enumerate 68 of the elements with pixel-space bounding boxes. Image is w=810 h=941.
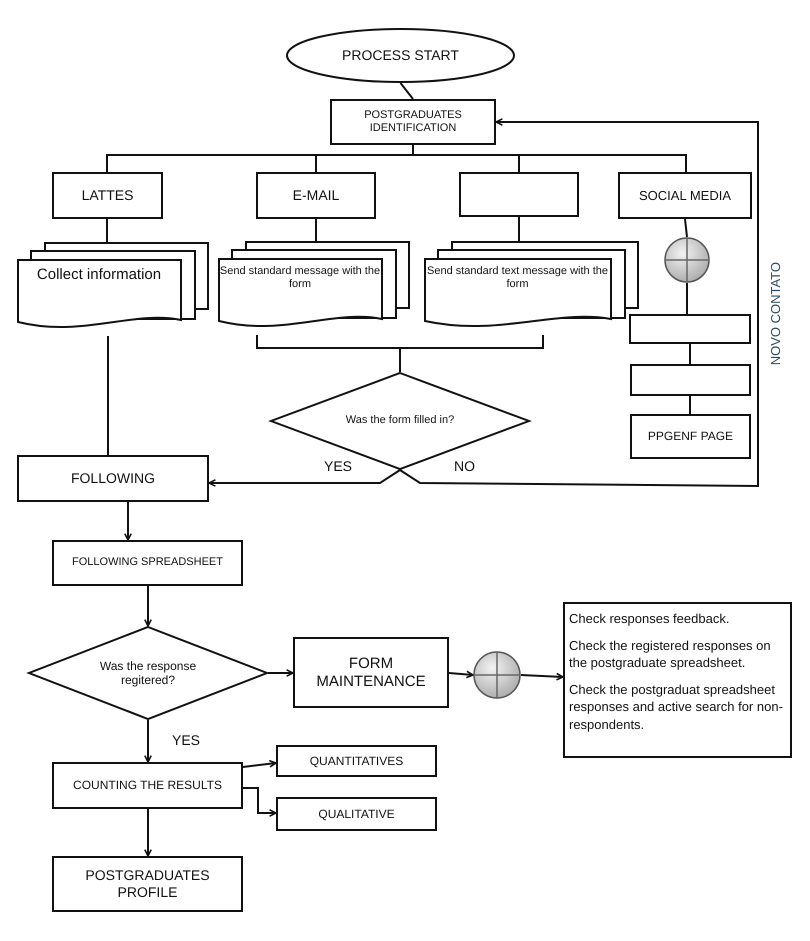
node-label: POSTGRADUATES PROFILE — [84, 867, 211, 901]
connector-line — [399, 335, 544, 372]
process-box — [52, 856, 243, 912]
arrow — [242, 760, 277, 768]
note-text: Check responses feedback. — [569, 610, 730, 628]
node-label: PPGENF PAGE — [646, 429, 734, 444]
connector-line — [518, 217, 520, 241]
process-box — [17, 455, 209, 502]
process-box — [256, 172, 376, 219]
note-text: Check the registered responses on the postgraduate spreadsheet. — [569, 636, 772, 672]
process-box — [618, 172, 752, 219]
connector-line — [686, 283, 688, 314]
connector-line — [684, 218, 688, 238]
process-box — [330, 99, 496, 145]
connector-line — [106, 219, 108, 242]
connector-line — [412, 145, 687, 172]
node-label: POSTGRADUATES IDENTIFICATION — [363, 108, 463, 136]
start-ellipse — [286, 28, 515, 83]
decision-diamond — [28, 626, 268, 720]
junction-circle — [664, 237, 710, 283]
process-box — [459, 172, 579, 217]
node-label: Collect information — [36, 266, 162, 284]
arrow — [448, 670, 474, 678]
connector-line — [689, 396, 691, 414]
question-text: Was the form filled in? — [346, 414, 454, 428]
node-label: Send standard text message with the form — [426, 265, 609, 292]
question-text: Was the response regitered? — [98, 658, 198, 688]
process-box — [293, 637, 449, 708]
arrow — [399, 118, 759, 487]
edge-label: YES — [322, 458, 354, 474]
process-box — [52, 172, 163, 219]
connector-line — [315, 219, 317, 241]
junction-circle — [473, 651, 521, 699]
node-label: QUANTITATIVES — [308, 754, 404, 768]
note-text: Check the postgraduat spreadsheet responses and active search for non-respondents. — [569, 680, 784, 734]
vertical-label: NOVO CONTATO — [768, 262, 783, 366]
connector-line — [689, 344, 691, 364]
arrow — [144, 586, 152, 627]
node-label: COUNTING THE RESULTS — [72, 778, 223, 793]
arrow — [124, 502, 132, 541]
node-label: SOCIAL MEDIA — [638, 188, 732, 204]
arrow — [144, 809, 152, 857]
node-label: FOLLOWING SPREADSHEET — [71, 556, 224, 570]
process-box — [630, 364, 751, 396]
arrow — [144, 720, 152, 763]
node-label: QUALITATIVE — [317, 806, 396, 822]
connector-line — [107, 336, 109, 455]
arrow — [268, 669, 294, 677]
process-box — [629, 314, 751, 344]
note-box — [563, 602, 792, 758]
connector-line — [400, 82, 414, 100]
edge-label: YES — [170, 732, 202, 748]
edge-label: NO — [452, 458, 477, 474]
process-box — [276, 797, 437, 831]
process-box — [276, 745, 437, 777]
node-label: Send standard message with the form — [218, 265, 382, 292]
node-label: FOLLOWING — [70, 470, 156, 487]
arrow — [208, 469, 401, 487]
node-label: FORM MAINTENANCE — [315, 654, 427, 690]
arrow — [520, 672, 564, 681]
node-label: LATTES — [80, 187, 134, 204]
node-label: PROCESS START — [342, 47, 459, 64]
process-box — [52, 762, 243, 809]
arrow — [243, 787, 277, 817]
process-box — [630, 414, 751, 459]
node-label: E-MAIL — [292, 187, 340, 204]
decision-diamond — [270, 372, 530, 470]
process-box — [52, 540, 243, 586]
